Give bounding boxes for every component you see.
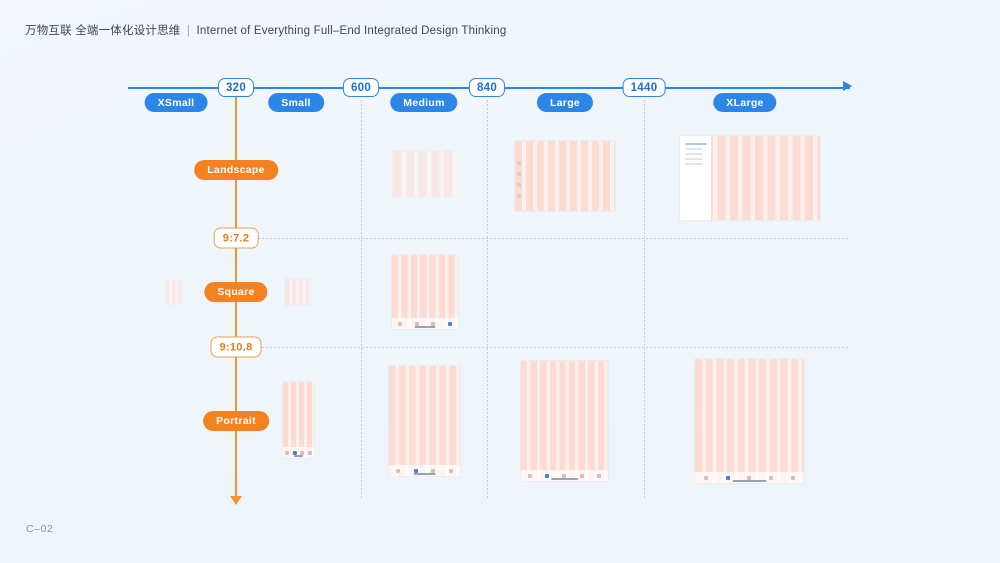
tab-bar-icon[interactable]: [308, 450, 313, 455]
column-grid-overlay: [515, 141, 615, 211]
gridline-horizontal: [250, 347, 848, 348]
tab-bar-icon[interactable]: [527, 473, 532, 478]
orientation-label-square[interactable]: Square: [204, 282, 268, 302]
breakpoint-node-1440[interactable]: 1440: [622, 78, 666, 97]
column-grid-overlay: [392, 255, 458, 329]
tab-bar-icon[interactable]: [703, 475, 708, 480]
tab-bar-icon[interactable]: [431, 321, 436, 326]
tab-bar-icon[interactable]: [413, 468, 418, 473]
tab-bar-icon[interactable]: [395, 468, 400, 473]
gridline-vertical: [644, 100, 645, 500]
column-grid-overlay: [393, 151, 457, 197]
device-mockup-portrait-large[interactable]: [520, 360, 609, 482]
orientation-label-portrait[interactable]: Portrait: [203, 411, 269, 431]
tab-bar-icon[interactable]: [449, 468, 454, 473]
gridline-vertical: [487, 100, 488, 500]
tab-bar-icon[interactable]: [562, 473, 567, 478]
tab-bar-icon[interactable]: [414, 321, 419, 326]
sidebar-menu-item[interactable]: [685, 153, 704, 155]
nav-icon[interactable]: [517, 171, 521, 176]
device-mockup-square-small[interactable]: [284, 278, 312, 306]
device-mockup-portrait-medium[interactable]: [388, 365, 461, 477]
tab-bar-icon[interactable]: [725, 475, 730, 480]
sidebar-menu-item[interactable]: [685, 163, 704, 165]
page-title: 万物互联 全端一体化设计思维 | Internet of Everything …: [25, 22, 506, 38]
device-mockup-landscape-medium[interactable]: [392, 150, 458, 198]
gridline-vertical: [361, 100, 362, 500]
ratio-badge-9-7-2[interactable]: 9:7.2: [213, 227, 259, 249]
tab-bar-icon[interactable]: [791, 475, 796, 480]
breakpoint-label-medium[interactable]: Medium: [390, 93, 458, 112]
page-title-separator: |: [186, 25, 191, 37]
device-mockup-landscape-large[interactable]: [514, 140, 616, 212]
home-indicator: [413, 472, 436, 475]
breakpoint-node-320[interactable]: 320: [217, 78, 255, 97]
ratio-badge-9-10-8[interactable]: 9:10.8: [210, 336, 262, 358]
column-grid-overlay: [521, 361, 608, 481]
device-mockup-portrait-small[interactable]: [282, 381, 315, 459]
tab-bar-icon[interactable]: [747, 475, 752, 480]
slide-number: C–02: [26, 523, 54, 535]
sidebar-menu-item[interactable]: [685, 148, 704, 150]
column-grid-overlay: [389, 366, 460, 476]
breakpoint-label-small[interactable]: Small: [268, 93, 324, 112]
breakpoint-axis-arrow-icon: [843, 81, 852, 91]
breakpoint-label-xlarge[interactable]: XLarge: [713, 93, 777, 112]
icon-rail[interactable]: [517, 160, 521, 198]
bottom-tab-bar[interactable]: [521, 470, 608, 481]
breakpoint-node-600[interactable]: 600: [342, 78, 380, 97]
tab-bar-icon[interactable]: [769, 475, 774, 480]
column-grid-overlay: [695, 359, 804, 483]
column-grid-overlay: [166, 281, 182, 304]
device-mockup-portrait-xlarge[interactable]: [694, 358, 805, 484]
tab-bar-icon[interactable]: [447, 321, 452, 326]
tab-bar-icon[interactable]: [431, 468, 436, 473]
breakpoint-node-840[interactable]: 840: [468, 78, 506, 97]
device-mockup-landscape-xlarge[interactable]: [679, 135, 821, 221]
page-title-en: Internet of Everything Full–End Integrat…: [196, 25, 507, 37]
orientation-label-landscape[interactable]: Landscape: [194, 160, 278, 180]
sidebar-panel[interactable]: [680, 136, 711, 220]
nav-icon[interactable]: [517, 193, 521, 198]
sidebar-menu-item[interactable]: [685, 158, 704, 160]
bottom-tab-bar[interactable]: [695, 472, 804, 483]
home-indicator: [293, 454, 304, 457]
breakpoint-label-xsmall[interactable]: XSmall: [144, 93, 208, 112]
bottom-tab-bar[interactable]: [389, 465, 460, 476]
bottom-tab-bar[interactable]: [392, 318, 458, 329]
column-grid-overlay: [283, 382, 314, 458]
breakpoint-label-large[interactable]: Large: [536, 93, 594, 112]
page-title-cn: 万物互联 全端一体化设计思维: [25, 25, 181, 37]
home-indicator: [550, 477, 579, 480]
tab-bar-icon[interactable]: [545, 473, 550, 478]
home-indicator: [414, 325, 436, 328]
tab-bar-icon[interactable]: [300, 450, 305, 455]
bottom-tab-bar[interactable]: [283, 447, 314, 458]
home-indicator: [732, 479, 767, 482]
tab-bar-icon[interactable]: [292, 450, 297, 455]
tab-bar-icon[interactable]: [284, 450, 289, 455]
tab-bar-icon[interactable]: [579, 473, 584, 478]
aspect-ratio-axis-arrow-icon: [230, 496, 242, 505]
column-grid-overlay: [285, 279, 311, 305]
device-mockup-square-xsmall[interactable]: [165, 280, 183, 305]
sidebar-menu-item[interactable]: [685, 143, 707, 145]
nav-icon[interactable]: [517, 182, 521, 187]
nav-icon[interactable]: [517, 160, 521, 165]
gridline-horizontal: [250, 238, 848, 239]
device-mockup-square-medium[interactable]: [391, 254, 459, 330]
tab-bar-icon[interactable]: [597, 473, 602, 478]
tab-bar-icon[interactable]: [398, 321, 403, 326]
